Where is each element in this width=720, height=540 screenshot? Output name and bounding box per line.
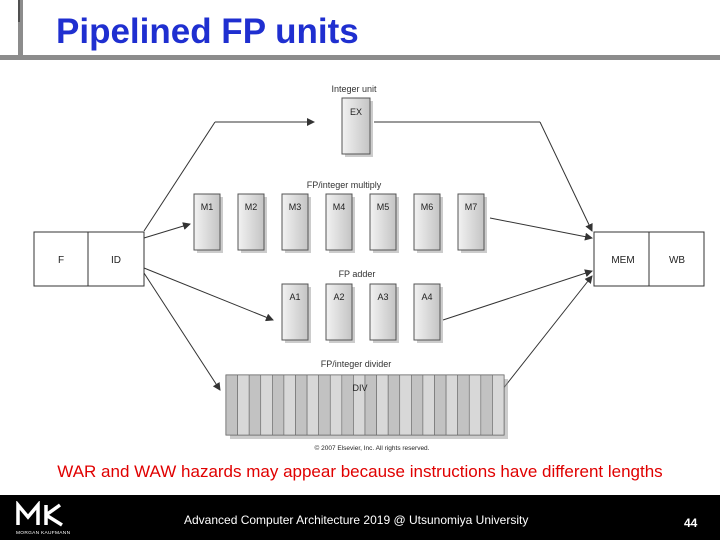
publisher-logo: MORGAN KAUFMANN xyxy=(16,501,71,536)
adder-label: FP adder xyxy=(339,269,376,279)
multiply-stage-m4: M4 xyxy=(325,193,355,253)
adder-stage-a2: A2 xyxy=(325,283,355,343)
stage-mem: MEM xyxy=(611,255,634,266)
page-number: 44 xyxy=(684,516,698,530)
footer-course-text: Advanced Computer Architecture 2019 @ Ut… xyxy=(184,513,529,527)
footer-bar: MORGAN KAUFMANN Advanced Computer Archit… xyxy=(0,495,720,540)
integer-unit-label: Integer unit xyxy=(331,84,377,94)
ex-stage: EX xyxy=(341,97,373,157)
divider-cell xyxy=(237,374,250,436)
divider-cell xyxy=(387,374,401,436)
divider-cell xyxy=(480,374,493,436)
divider-cell xyxy=(283,374,296,436)
divider-cell xyxy=(272,374,285,436)
divider-cell xyxy=(318,374,331,436)
multiply-stage-m7: M7 xyxy=(457,193,487,253)
multiply-stage-m1: M1 xyxy=(193,193,223,253)
multiply-stage-m4-label: M4 xyxy=(333,202,346,212)
multiply-stage-m2: M2 xyxy=(237,193,267,253)
divider-cell xyxy=(445,374,458,436)
divider-unit: DIV xyxy=(225,374,508,439)
stage-id: ID xyxy=(111,255,121,266)
adder-stage-a1: A1 xyxy=(281,283,311,343)
logo-subtitle: MORGAN KAUFMANN xyxy=(16,530,71,536)
slide-caption: WAR and WAW hazards may appear because i… xyxy=(57,462,663,481)
divider-cell xyxy=(457,374,470,436)
stage-wb: WB xyxy=(669,255,685,266)
adder-stage-a4: A4 xyxy=(413,283,443,343)
div-label: DIV xyxy=(352,383,367,393)
divider-cell xyxy=(399,374,412,436)
divider-cell xyxy=(434,374,447,436)
divider-cell xyxy=(260,374,273,436)
divider-cell xyxy=(411,374,424,436)
mem-wb-block: MEM WB xyxy=(593,231,705,287)
divider-cell xyxy=(468,374,482,436)
adder-stages: A1 A2 A3 A4 xyxy=(281,283,443,343)
divider-label: FP/integer divider xyxy=(321,359,392,369)
multiply-stage-m3: M3 xyxy=(281,193,311,253)
divider-cell xyxy=(492,374,505,436)
adder-stage-a3: A3 xyxy=(369,283,399,343)
multiply-stage-m1-label: M1 xyxy=(201,202,214,212)
divider-cell xyxy=(422,374,435,436)
divider-cells xyxy=(225,374,505,436)
copyright-notice: © 2007 Elsevier, Inc. All rights reserve… xyxy=(315,444,430,452)
stage-f: F xyxy=(58,255,64,266)
title-underline xyxy=(0,55,720,60)
multiply-stage-m6-label: M6 xyxy=(421,202,434,212)
divider-cell xyxy=(295,374,308,436)
divider-cell xyxy=(329,374,343,436)
divider-cell xyxy=(248,374,262,436)
title-accent-bar-dark xyxy=(18,0,20,22)
title-accent-bar xyxy=(18,0,23,58)
fetch-decode-block: F ID xyxy=(33,231,145,287)
pipeline-diagram: F ID MEM WB Integer unit EX FP/integer m… xyxy=(33,84,705,452)
multiply-stage-m2-label: M2 xyxy=(245,202,258,212)
multiply-stage-m7-label: M7 xyxy=(465,202,478,212)
divider-cell xyxy=(306,374,319,436)
multiply-stage-m5: M5 xyxy=(369,193,399,253)
multiply-stage-m3-label: M3 xyxy=(289,202,302,212)
divider-cell xyxy=(376,374,389,436)
multiply-stage-m5-label: M5 xyxy=(377,202,390,212)
ex-stage-label: EX xyxy=(350,107,362,117)
adder-stage-a1-label: A1 xyxy=(289,292,300,302)
adder-stage-a2-label: A2 xyxy=(333,292,344,302)
multiply-stages: M1 M2 M3 M4 M5 M6 M7 xyxy=(193,193,487,253)
slide-title: Pipelined FP units xyxy=(56,12,359,51)
adder-stage-a4-label: A4 xyxy=(421,292,432,302)
multiply-stage-m6: M6 xyxy=(413,193,443,253)
multiply-label: FP/integer multiply xyxy=(307,180,382,190)
connection-lines xyxy=(143,118,593,391)
adder-stage-a3-label: A3 xyxy=(377,292,388,302)
arrow-id-to-ex xyxy=(143,121,216,232)
divider-cell xyxy=(225,374,238,436)
